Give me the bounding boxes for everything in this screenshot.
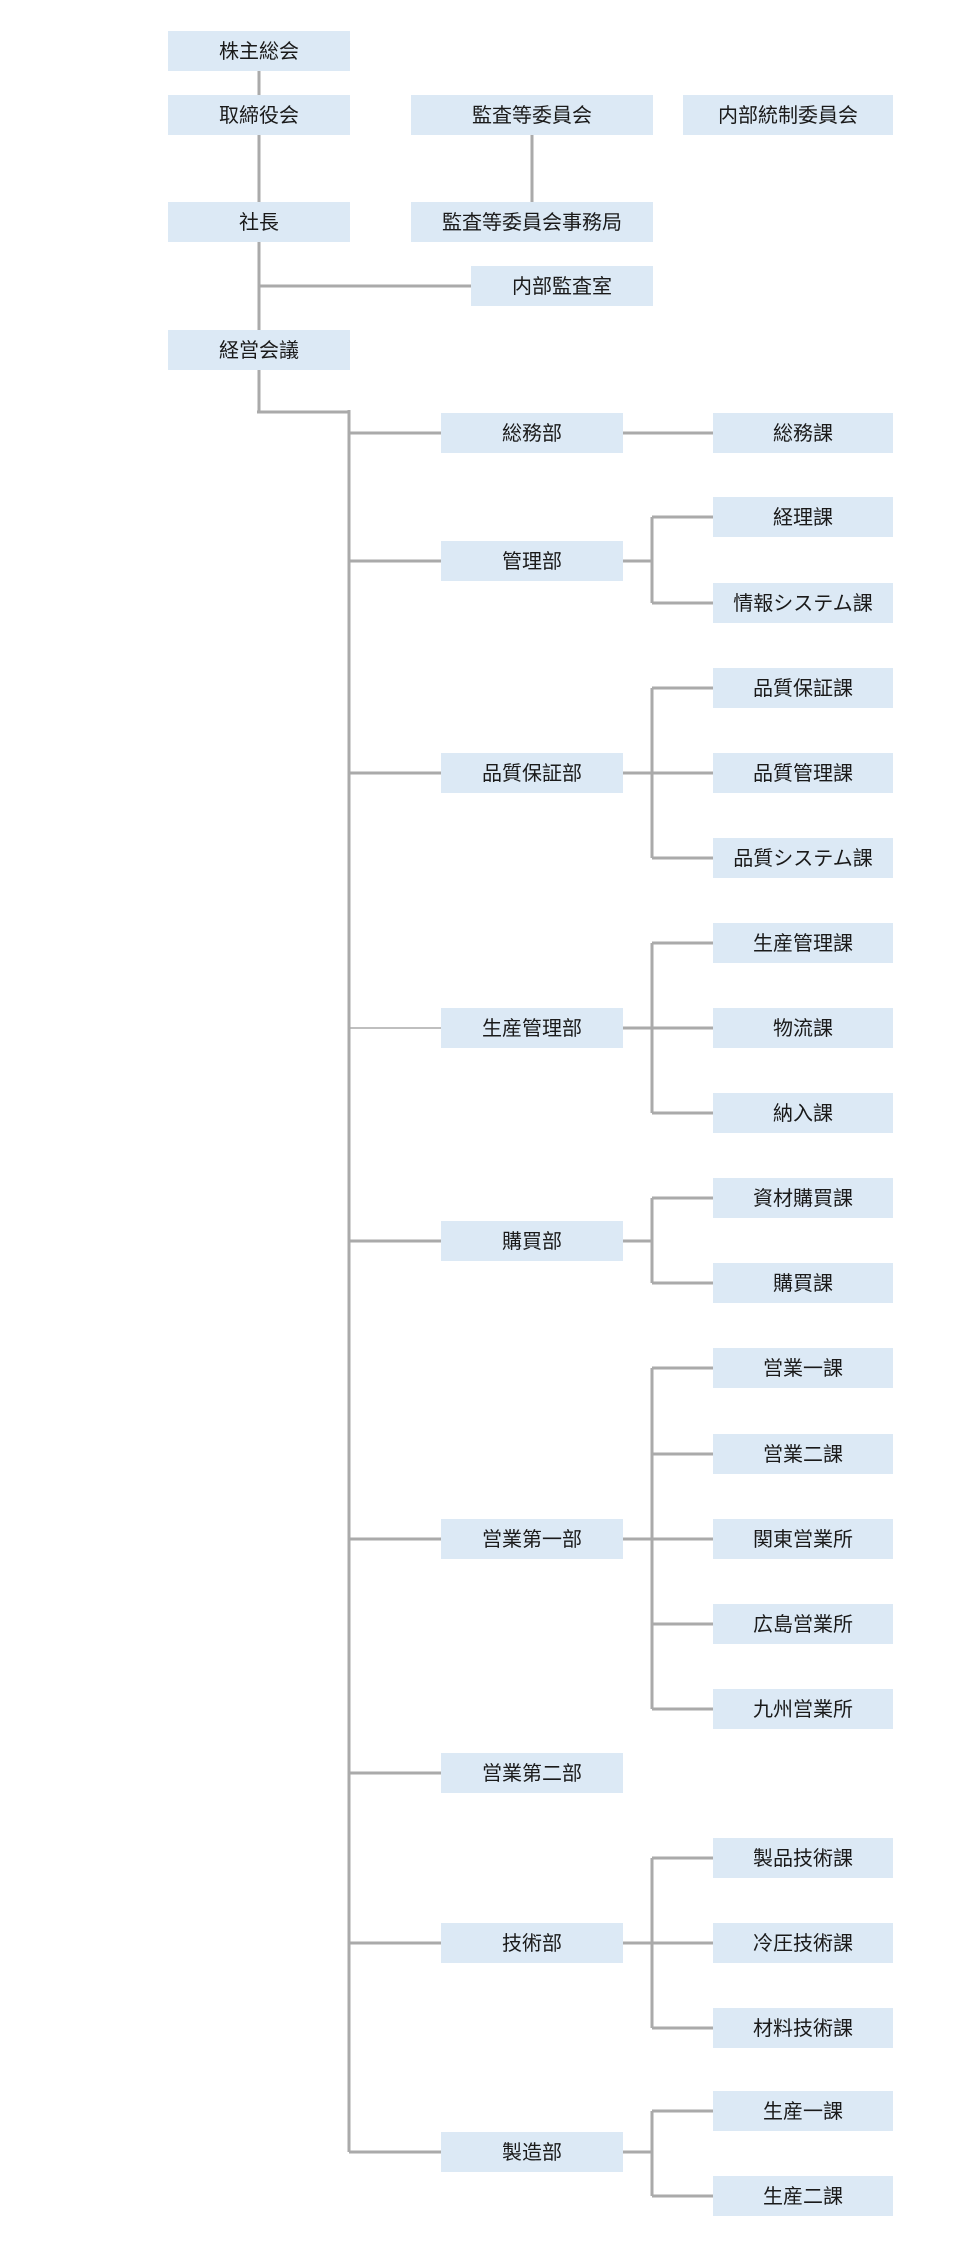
department-7: 技術部 製品技術課 冷圧技術課 材料技術課 xyxy=(441,1838,893,2048)
department-6: 営業第二部 xyxy=(441,1753,623,1793)
department-5-section-1: 営業二課 xyxy=(763,1442,843,1466)
department-3-section-1: 物流課 xyxy=(773,1016,833,1040)
department-5: 営業第一部 営業一課 営業二課 関東営業所 広島営業所 九州営業所 xyxy=(441,1348,893,1729)
node-internal-audit-label: 内部監査室 xyxy=(512,274,612,298)
department-4-section-0: 資材購買課 xyxy=(753,1186,853,1210)
node-audit-office: 監査等委員会事務局 xyxy=(411,202,653,242)
node-board: 取締役会 xyxy=(168,95,350,135)
department-5-section-3: 広島営業所 xyxy=(753,1612,853,1636)
node-audit-committee-label: 監査等委員会 xyxy=(472,103,592,127)
department-7-section-1: 冷圧技術課 xyxy=(753,1931,853,1955)
node-management-meeting-label: 経営会議 xyxy=(219,338,299,362)
department-0-label: 総務部 xyxy=(502,421,562,445)
department-2-label: 品質保証部 xyxy=(482,761,582,785)
node-management-meeting: 経営会議 xyxy=(168,330,350,370)
node-audit-office-label: 監査等委員会事務局 xyxy=(442,210,622,234)
department-3-section-0: 生産管理課 xyxy=(753,931,853,955)
department-5-section-0: 営業一課 xyxy=(763,1356,843,1380)
department-0: 総務部 総務課 xyxy=(441,413,893,453)
department-3: 生産管理部 生産管理課 物流課 納入課 xyxy=(441,923,893,1133)
department-2: 品質保証部 品質保証課 品質管理課 品質システム課 xyxy=(441,668,893,878)
node-president-label: 社長 xyxy=(239,210,279,234)
department-4: 購買部 資材購買課 購買課 xyxy=(441,1178,893,1303)
node-audit-committee: 監査等委員会 xyxy=(411,95,653,135)
department-1-label: 管理部 xyxy=(502,549,562,573)
department-1-section-1: 情報システム課 xyxy=(733,591,872,615)
department-2-section-2: 品質システム課 xyxy=(733,846,872,870)
department-3-section-2: 納入課 xyxy=(773,1101,833,1125)
department-5-section-2: 関東営業所 xyxy=(753,1527,853,1551)
department-8: 製造部 生産一課 生産二課 xyxy=(441,2091,893,2216)
department-connector-lines xyxy=(349,431,713,2198)
node-shareholders-label: 株主総会 xyxy=(219,39,299,63)
department-4-label: 購買部 xyxy=(502,1229,562,1253)
node-board-label: 取締役会 xyxy=(219,103,299,127)
node-president: 社長 xyxy=(168,202,350,242)
department-8-section-0: 生産一課 xyxy=(763,2099,843,2123)
department-2-section-0: 品質保証課 xyxy=(753,676,853,700)
node-internal-control-committee: 内部統制委員会 xyxy=(683,95,893,135)
department-3-label: 生産管理部 xyxy=(482,1016,582,1040)
department-4-section-1: 購買課 xyxy=(773,1271,833,1295)
department-8-section-1: 生産二課 xyxy=(763,2184,843,2208)
node-internal-audit: 内部監査室 xyxy=(471,266,653,306)
department-1-section-0: 経理課 xyxy=(773,505,833,529)
node-shareholders: 株主総会 xyxy=(168,31,350,71)
department-7-section-0: 製品技術課 xyxy=(753,1846,853,1870)
department-2-section-1: 品質管理課 xyxy=(753,761,853,785)
node-internal-control-committee-label: 内部統制委員会 xyxy=(718,103,858,127)
department-5-label: 営業第一部 xyxy=(482,1527,582,1551)
department-8-label: 製造部 xyxy=(502,2140,562,2164)
department-6-label: 営業第二部 xyxy=(482,1761,582,1785)
department-7-section-2: 材料技術課 xyxy=(753,2016,853,2040)
department-0-section-0: 総務課 xyxy=(773,421,833,445)
department-1: 管理部 経理課 情報システム課 xyxy=(441,497,893,623)
connector-lines xyxy=(257,71,534,2152)
department-5-section-4: 九州営業所 xyxy=(753,1697,853,1721)
department-7-label: 技術部 xyxy=(502,1931,562,1955)
